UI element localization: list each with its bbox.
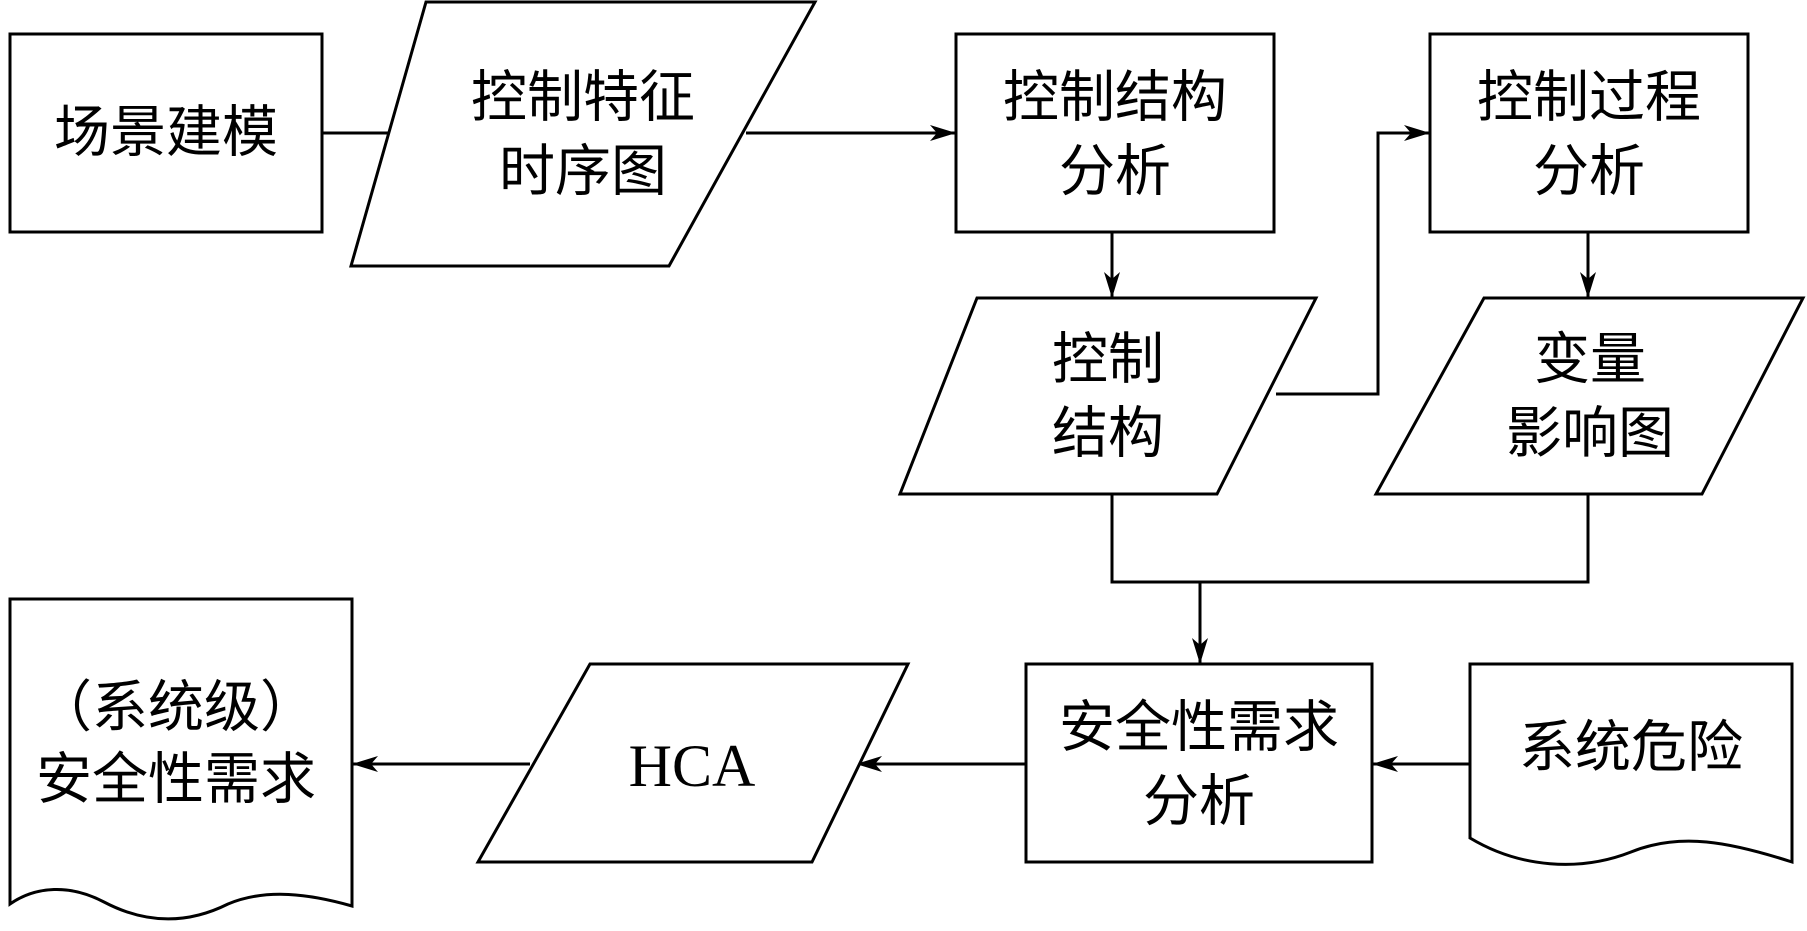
data-parallelogram: [1373, 296, 1806, 496]
node-control-process-analysis: 控制过程 分析: [1428, 32, 1750, 234]
node-label-line-2: 安全性需求: [36, 748, 316, 813]
node-label-line-2: 时序图: [499, 140, 667, 205]
node-label: 系统危险: [1519, 716, 1743, 781]
node-control-structure: 控制 结构: [897, 296, 1319, 496]
node-safety-requirement-analysis: 安全性需求 分析: [1024, 662, 1374, 864]
document-shape: [8, 597, 354, 921]
node-variable-influence: 变量 影响图: [1373, 296, 1806, 496]
process-box: [954, 32, 1276, 234]
node-control-feature-timing: 控制特征 时序图: [349, 0, 818, 268]
node-label-line-1: 控制特征: [471, 66, 695, 131]
node-label-line-2: 结构: [1052, 402, 1164, 467]
node-system-hazards: 系统危险: [1468, 662, 1794, 866]
process-box: [1024, 662, 1374, 864]
data-parallelogram: [475, 662, 911, 864]
node-label: HCA: [629, 733, 756, 799]
node-label-line-1: 安全性需求: [1059, 696, 1339, 761]
node-label-line-1: （系统级）: [36, 676, 316, 741]
node-label-line-2: 影响图: [1506, 402, 1674, 467]
node-label: 场景建模: [54, 101, 278, 166]
data-parallelogram: [349, 0, 818, 268]
node-label-line-1: 控制: [1052, 328, 1164, 393]
data-parallelogram: [897, 296, 1319, 496]
node-label-line-2: 分析: [1533, 140, 1645, 205]
edge-structure-to-merge: [1110, 494, 1200, 584]
node-label-line-1: 控制过程: [1477, 66, 1701, 131]
document-shape: [1468, 662, 1794, 866]
node-system-safety-requirements: （系统级） 安全性需求: [8, 597, 354, 921]
node-label-line-1: 控制结构: [1003, 66, 1227, 131]
process-box: [1428, 32, 1750, 234]
node-control-structure-analysis: 控制结构 分析: [954, 32, 1276, 234]
process-box: [8, 32, 324, 234]
edge-variable-to-merge: [1200, 494, 1590, 584]
edge-structure-to-process-analysis: [1276, 125, 1430, 396]
node-label-line-1: 变量: [1534, 328, 1646, 393]
node-label-line-2: 分析: [1143, 770, 1255, 835]
node-hca: HCA: [475, 662, 911, 864]
connectors: [322, 125, 1596, 772]
node-label-line-2: 分析: [1059, 140, 1171, 205]
node-scene-modeling: 场景建模: [8, 32, 324, 234]
